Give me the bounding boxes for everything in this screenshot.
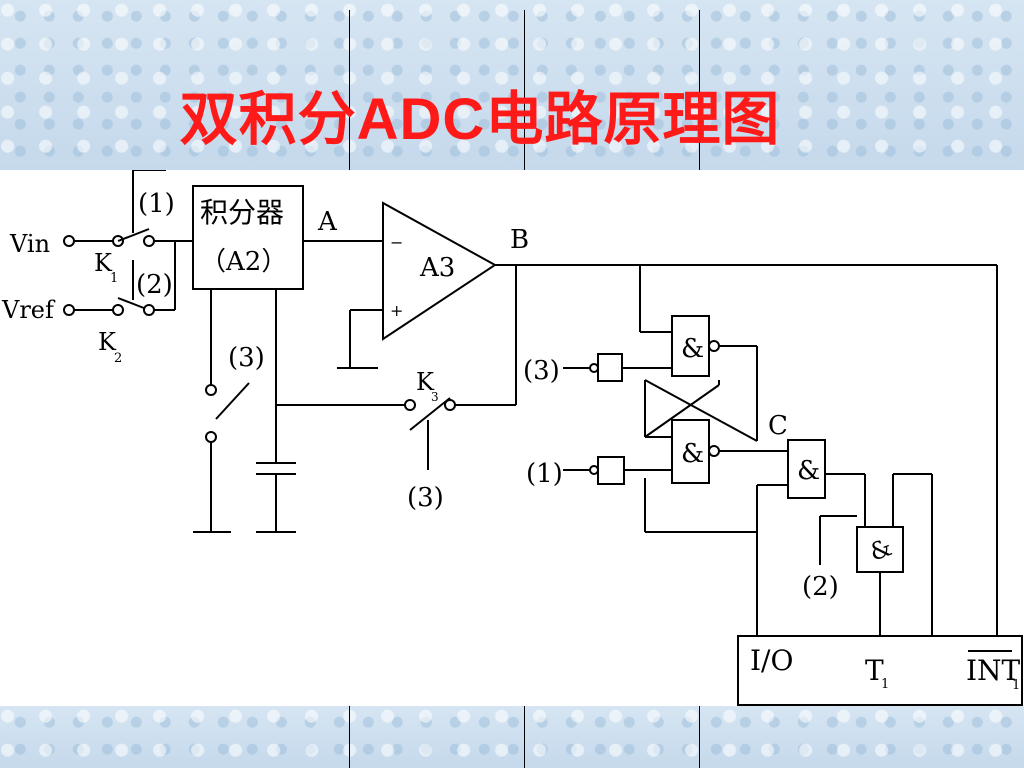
t1-subscript: 1 — [881, 677, 889, 692]
vin-terminal — [63, 235, 75, 247]
switch-1-label: (1) — [138, 189, 175, 219]
io-label: I/O — [750, 644, 793, 677]
k3-label: K — [416, 368, 435, 396]
switch-3-bottom-label: (3) — [407, 483, 444, 513]
mcu-block — [737, 635, 1023, 706]
integrator-label: 积分器 — [200, 196, 284, 229]
bottom-divider-1 — [349, 706, 350, 768]
comparator-minus: − — [390, 233, 403, 252]
node-a-label: A — [317, 207, 338, 237]
k3-subscript: 3 — [431, 390, 439, 404]
integrator-sublabel: （A2） — [200, 247, 287, 277]
gate-4-label: & — [866, 533, 896, 567]
t1-label: T — [865, 654, 884, 687]
top-divider-1 — [349, 10, 350, 170]
switch-k1-blade — [117, 228, 150, 242]
switch-3-blade — [215, 382, 250, 420]
circuit-diagram: Vin Vref K 1 K 2 (1) (2) 积分器 （A2） A B A3… — [1, 169, 1023, 706]
k1-label: K — [94, 249, 113, 277]
k2-label: K — [98, 328, 117, 356]
gate-1-label: & — [681, 334, 704, 364]
bottom-divider-3 — [699, 706, 700, 768]
vref-terminal — [63, 304, 75, 316]
switch-k3-blade — [409, 397, 451, 431]
bottom-background-band — [0, 706, 1024, 768]
comparator-triangle — [382, 201, 497, 341]
gate-2-label: & — [681, 439, 704, 469]
input-3-label: (3) — [523, 356, 560, 386]
k1-subscript: 1 — [110, 271, 118, 286]
gate-3-label: & — [797, 456, 820, 486]
vin-label: Vin — [9, 230, 50, 258]
comparator-plus: + — [390, 301, 403, 320]
int1-subscript: 1 — [1012, 678, 1020, 693]
input-1-label: (1) — [526, 459, 563, 489]
top-background-band — [0, 0, 1024, 170]
page-title: 双积分ADC电路原理图 — [179, 85, 781, 153]
comparator-label: A3 — [419, 253, 455, 283]
top-divider-3 — [699, 10, 700, 170]
int1-label: INT — [966, 654, 1021, 687]
switch-3-left-label: (3) — [228, 343, 265, 373]
bottom-divider-2 — [524, 706, 525, 768]
vref-label: Vref — [1, 296, 56, 324]
top-divider-2 — [524, 10, 525, 170]
node-b-label: B — [510, 225, 529, 255]
k2-subscript: 2 — [114, 351, 122, 366]
integrator-box — [192, 185, 304, 290]
input-2-label: (2) — [802, 572, 839, 602]
switch-2-label: (2) — [136, 270, 173, 300]
node-c-label: C — [768, 411, 788, 441]
diagram-canvas: Vin Vref K 1 K 2 (1) (2) 积分器 （A2） A B A3… — [0, 169, 1024, 706]
and-gate-3 — [787, 439, 826, 499]
